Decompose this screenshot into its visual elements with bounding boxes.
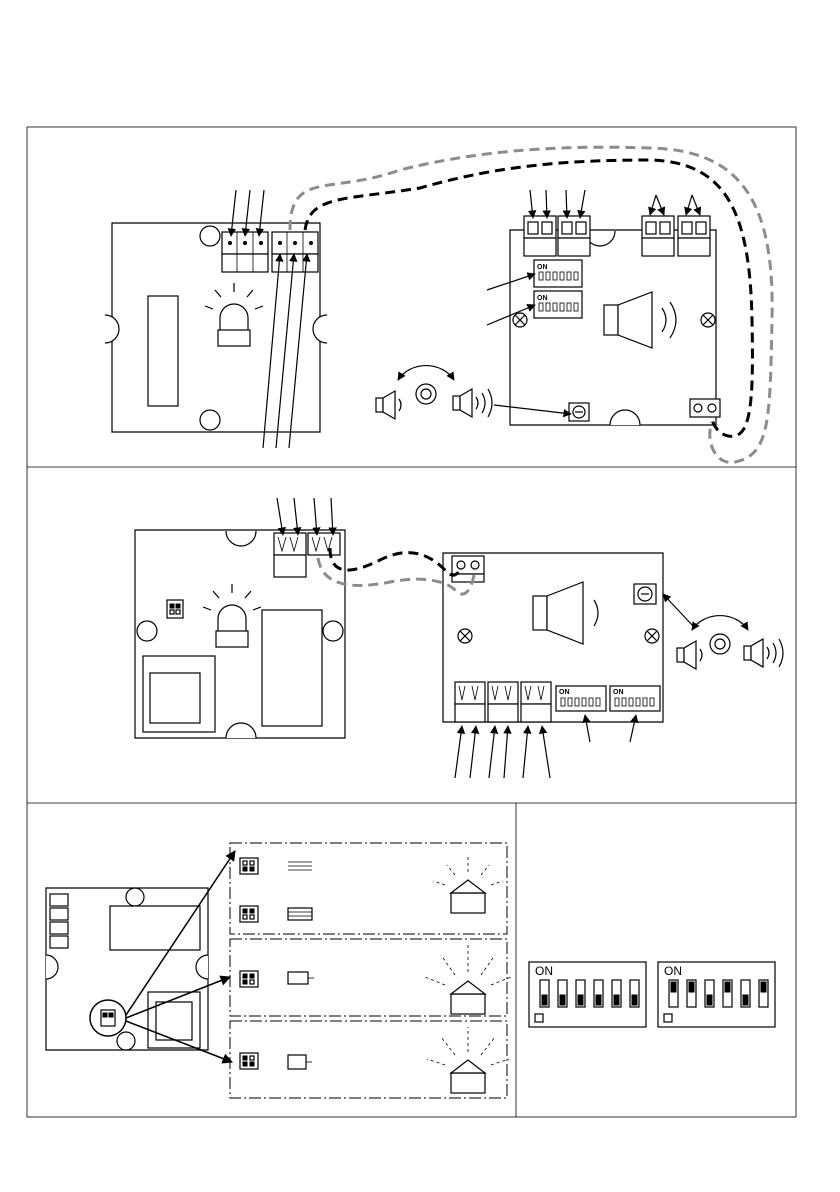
dip-switch-on: ON bbox=[658, 962, 775, 1027]
jumper-option-medium bbox=[230, 939, 511, 1016]
volume-potentiometer bbox=[634, 584, 656, 604]
jumper-option-high bbox=[230, 1021, 509, 1098]
panel-2: ON ON bbox=[135, 498, 783, 778]
dip-switch-label: ON bbox=[537, 264, 548, 271]
jumper-connector bbox=[90, 1000, 126, 1036]
dip-switch-label: ON bbox=[613, 689, 624, 696]
terminal-block bbox=[524, 216, 556, 256]
terminal-block bbox=[455, 682, 485, 722]
terminal-block bbox=[274, 533, 306, 577]
dip-switch: ON bbox=[534, 260, 582, 287]
panel-3 bbox=[46, 843, 511, 1098]
dip-switch-label: ON bbox=[535, 964, 553, 978]
cable-black bbox=[305, 160, 752, 436]
strobe-lamp-icon bbox=[425, 944, 511, 1014]
volume-adjust-icon bbox=[376, 366, 571, 419]
sounder-board: ON ON bbox=[443, 553, 663, 778]
terminal-block bbox=[642, 216, 674, 256]
terminal-block bbox=[521, 682, 551, 722]
dip-switch-off: ON bbox=[529, 962, 646, 1027]
dip-switch-detail: ON ON bbox=[529, 962, 775, 1027]
terminal-block bbox=[678, 216, 710, 256]
strobe-lamp-icon bbox=[203, 584, 261, 647]
strobe-board-small bbox=[46, 888, 208, 1050]
dip-switch: ON bbox=[610, 686, 660, 711]
jumper-connector bbox=[167, 600, 183, 618]
strobe-lamp-icon bbox=[205, 283, 263, 346]
cable-black bbox=[330, 548, 460, 575]
speaker-icon bbox=[533, 582, 598, 644]
strobe-board bbox=[105, 190, 327, 448]
screw-icon bbox=[458, 629, 472, 643]
sounder-board: ON ON bbox=[487, 190, 720, 425]
panel-1: ON ON bbox=[105, 147, 772, 462]
strobe-board bbox=[135, 498, 345, 738]
dip-switch-label: ON bbox=[537, 295, 548, 302]
terminal-block bbox=[488, 682, 518, 722]
cable-connector bbox=[690, 399, 720, 417]
volume-adjust-icon bbox=[663, 594, 783, 669]
strobe-lamp-icon bbox=[427, 1027, 509, 1093]
terminal-block bbox=[558, 216, 590, 256]
screw-icon bbox=[701, 313, 715, 327]
volume-potentiometer bbox=[569, 403, 589, 421]
jumper-option-low bbox=[230, 843, 507, 934]
screw-icon bbox=[513, 313, 527, 327]
strobe-lamp-icon bbox=[433, 857, 503, 913]
dip-switch: ON bbox=[534, 291, 582, 318]
dip-switch-label: ON bbox=[559, 689, 570, 696]
dip-switch-label: ON bbox=[664, 964, 682, 978]
screw-icon bbox=[645, 629, 659, 643]
speaker-icon bbox=[604, 292, 676, 348]
terminal-block bbox=[308, 533, 340, 555]
dip-switch: ON bbox=[556, 686, 606, 711]
terminal-block bbox=[222, 232, 268, 272]
cable-connector bbox=[452, 556, 484, 582]
